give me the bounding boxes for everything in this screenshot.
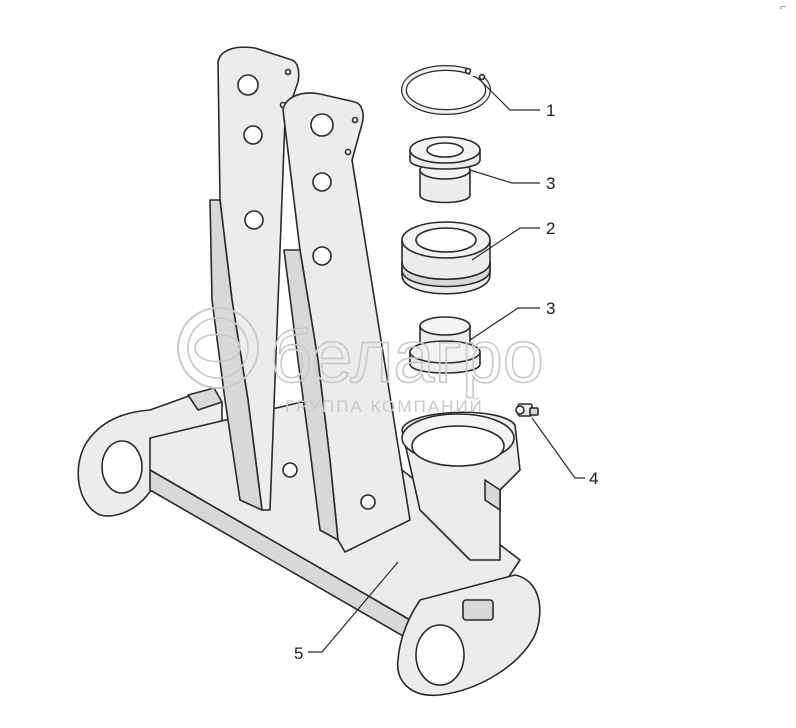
- leader-lines: [308, 77, 585, 653]
- part-4-grease-fitting: [515, 403, 539, 417]
- leader-3-upper: [469, 169, 540, 184]
- leader-4: [531, 417, 585, 479]
- part-3-lower-bushing: [409, 316, 481, 374]
- leader-1: [477, 77, 540, 111]
- part-3-upper-bushing: [409, 136, 481, 204]
- leader-5: [308, 561, 399, 653]
- leader-3-lower: [469, 307, 540, 341]
- watermark-subtitle: ГРУППА КОМПАНИЙ: [285, 397, 484, 416]
- callout-3-lower: 3: [546, 299, 555, 318]
- right-eye-lug: [396, 574, 541, 697]
- part-2-bearing: [401, 221, 491, 295]
- leader-2: [471, 227, 540, 261]
- right-upright: [282, 92, 411, 553]
- left-upright: [209, 46, 300, 511]
- callout-labels: 1 3 2 3 4 5: [294, 101, 598, 663]
- callout-2: 2: [546, 219, 555, 238]
- corner-mark: ⌐: [780, 2, 786, 13]
- part-1-retaining-ring: [401, 65, 491, 115]
- part-5-frame: [77, 46, 541, 697]
- callout-4: 4: [589, 469, 598, 488]
- bearing-housing: [401, 411, 521, 561]
- watermark-logo-icon: [177, 307, 259, 389]
- callout-3-upper: 3: [546, 174, 555, 193]
- watermark-brand: белагро: [270, 315, 544, 398]
- key-block: [462, 599, 494, 621]
- callout-5: 5: [294, 644, 303, 663]
- watermark: белагро ГРУППА КОМПАНИЙ: [177, 307, 545, 416]
- callout-1: 1: [546, 101, 555, 120]
